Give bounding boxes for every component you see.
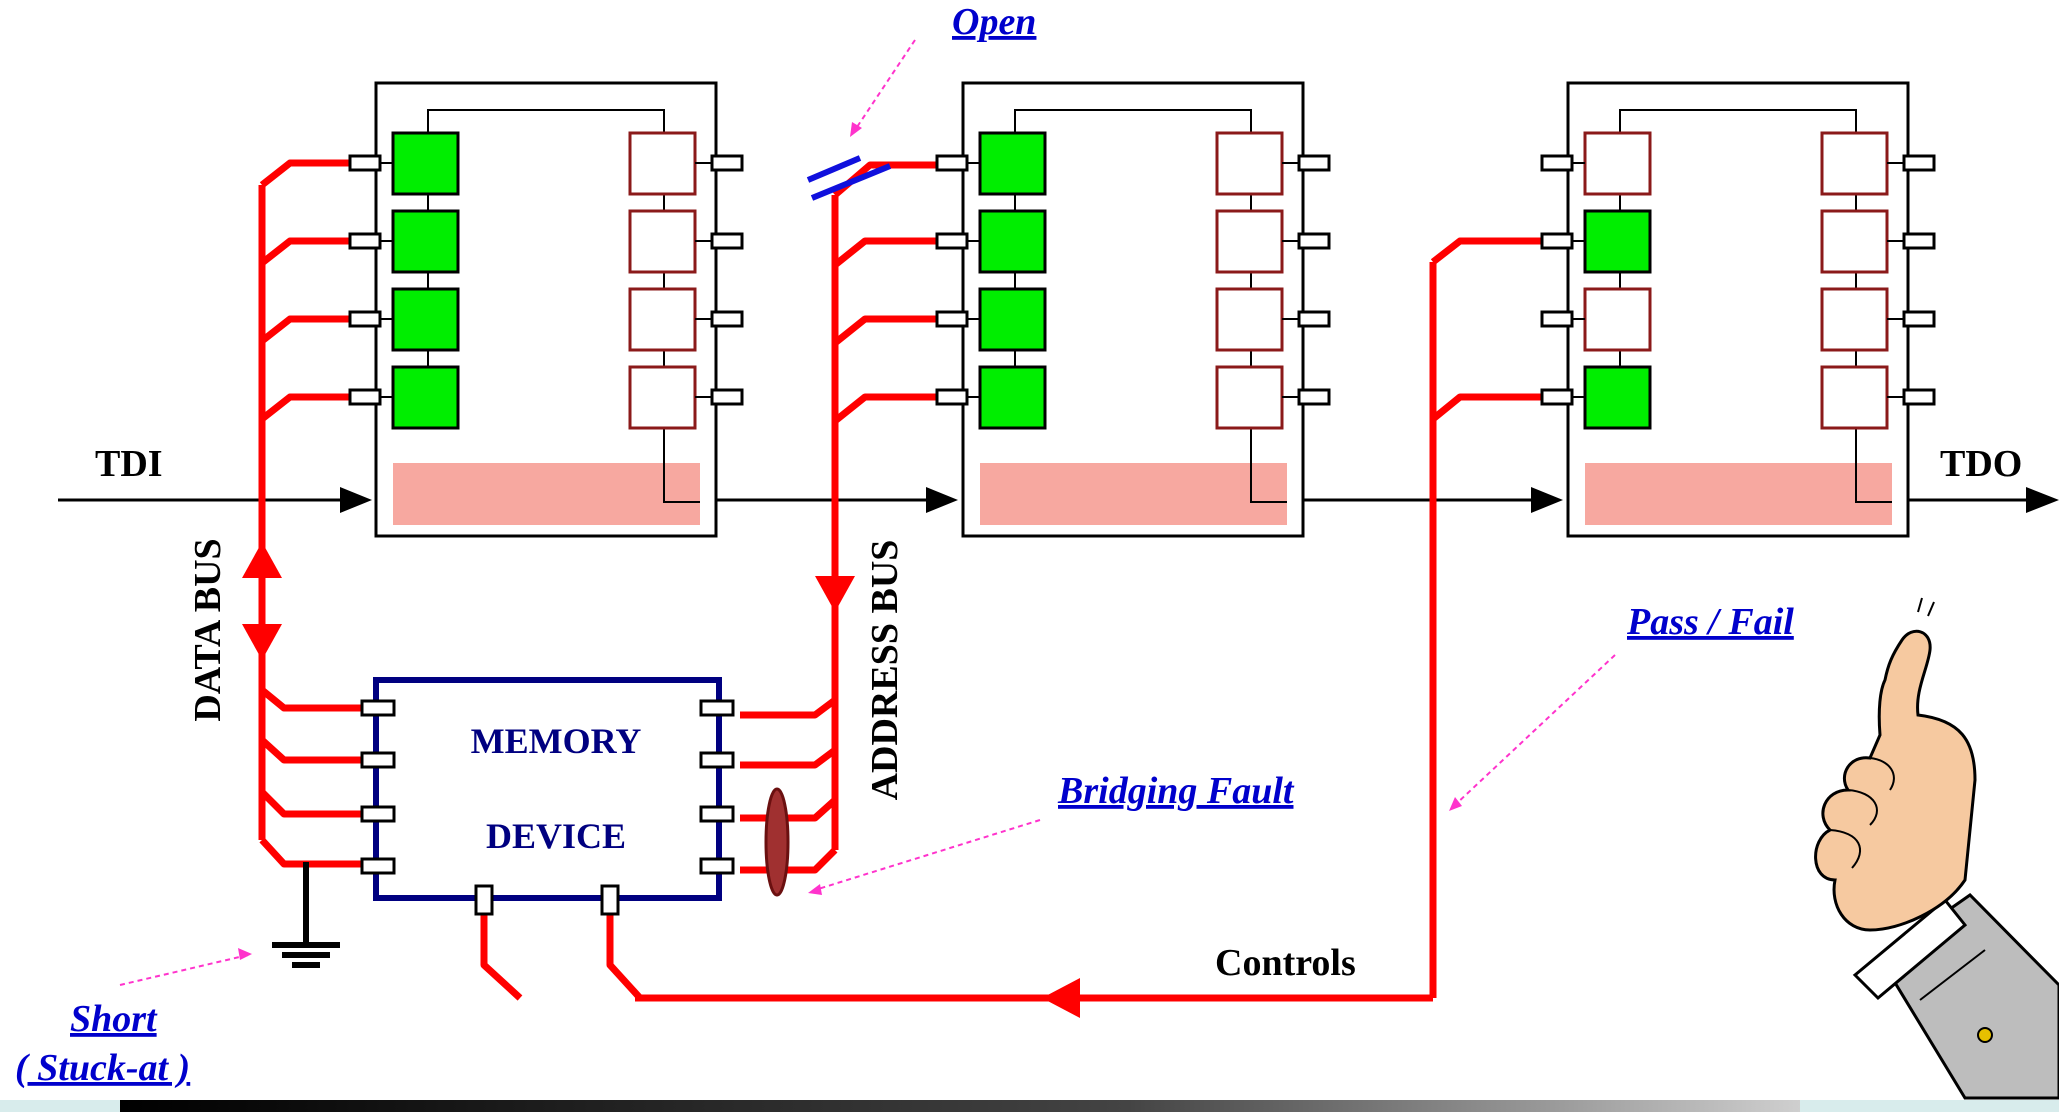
chip3-right-pin-1 <box>1902 154 1936 172</box>
chip3-left-cell-3 <box>1583 287 1652 352</box>
chip3-right-cell-3 <box>1820 287 1889 352</box>
memory-address-pin-4 <box>699 857 735 875</box>
chip1-left-cell-3 <box>391 287 460 352</box>
bridging-pointer <box>814 819 1041 891</box>
memory-address-pin-2 <box>699 751 735 769</box>
chip2-left-pin-4 <box>935 388 969 406</box>
chip1-left-cell-4 <box>391 365 460 430</box>
memory-control-pin-1 <box>474 884 494 916</box>
boundary-cells <box>391 131 1889 430</box>
memory-address-pin-3 <box>699 805 735 823</box>
memory-device: MEMORY DEVICE <box>373 677 722 901</box>
open-fault-link[interactable]: Open <box>952 1 1036 43</box>
chip2-left-pin-2 <box>935 232 969 250</box>
chip3-left-cell-1 <box>1583 131 1652 196</box>
scan-path-arrows <box>340 487 2059 513</box>
thumbs-up-icon <box>1814 597 2059 1100</box>
chip2-left-cell-1 <box>978 131 1047 196</box>
chip3-right-pin-4 <box>1902 388 1936 406</box>
chip2-right-pin-1 <box>1297 154 1331 172</box>
chip1-left-pin-3 <box>348 310 382 328</box>
chip1-left-pin-4 <box>348 388 382 406</box>
pass-fail-pointer <box>1454 654 1616 806</box>
chip3-right-pin-3 <box>1902 310 1936 328</box>
instruction-register <box>980 463 1287 525</box>
open-fault-mark <box>806 155 892 201</box>
footer-bar <box>120 1100 1800 1112</box>
chip3-right-cell-1 <box>1820 131 1889 196</box>
pass-fail-link[interactable]: Pass / Fail <box>1626 601 1794 643</box>
memory-label-line1: MEMORY <box>471 721 642 761</box>
chip1-right-pin-1 <box>710 154 744 172</box>
net-arrows <box>242 542 1080 1018</box>
chip2-right-cell-3 <box>1215 287 1284 352</box>
tdi-label: TDI <box>95 443 163 485</box>
bridging-fault-link[interactable]: Bridging Fault <box>1057 770 1295 812</box>
data-bus-arrow-down <box>242 624 282 660</box>
chip2-left-pin-1 <box>935 154 969 172</box>
controls-label: Controls <box>1215 942 1356 984</box>
chip2-left-cell-3 <box>978 287 1047 352</box>
memory-label-line2: DEVICE <box>486 816 626 856</box>
chip3-right-cell-4 <box>1820 365 1889 430</box>
controls-net <box>480 237 1542 1002</box>
chip1-left-pin-1 <box>348 154 382 172</box>
data-bus-net <box>258 159 362 868</box>
chip1-right-cell-1 <box>628 131 697 196</box>
pointer-lines <box>119 39 1616 986</box>
chip3-left-cell-4 <box>1583 365 1652 430</box>
memory-data-pin-3 <box>360 805 396 823</box>
tdo-label: TDO <box>1940 443 2022 485</box>
chip1-left-cell-1 <box>391 131 460 196</box>
chip3-right-pin-2 <box>1902 232 1936 250</box>
instruction-register <box>1585 463 1892 525</box>
instruction-register <box>393 463 700 525</box>
chip3-left-cell-2 <box>1583 209 1652 274</box>
chip3-right-cell-2 <box>1820 209 1889 274</box>
chip2-left-cell-2 <box>978 209 1047 274</box>
chip1-right-pin-4 <box>710 388 744 406</box>
chip1-left-cell-2 <box>391 209 460 274</box>
chip2-right-pin-2 <box>1297 232 1331 250</box>
chip3-left-pin-1 <box>1540 154 1574 172</box>
memory-control-pin-2 <box>600 884 620 916</box>
chip1-right-pin-2 <box>710 232 744 250</box>
open-pointer <box>854 39 916 131</box>
chip2-right-cell-4 <box>1215 365 1284 430</box>
bridging-fault-mark <box>764 787 790 897</box>
address-bus-net <box>740 161 937 874</box>
controls-arrow-left <box>1042 978 1080 1018</box>
chip1-right-pin-3 <box>710 310 744 328</box>
short-fault-link[interactable]: Short <box>70 998 158 1040</box>
chip3-left-pin-2 <box>1540 232 1574 250</box>
chip2-right-pin-3 <box>1297 310 1331 328</box>
memory-pins <box>360 699 735 916</box>
chip1-right-cell-2 <box>628 209 697 274</box>
chip3-left-pin-3 <box>1540 310 1574 328</box>
address-bus-label: ADDRESS BUS <box>864 540 906 801</box>
short-pointer <box>119 954 249 986</box>
chip2-right-cell-1 <box>1215 131 1284 196</box>
chip2-right-cell-2 <box>1215 209 1284 274</box>
chip1-left-pin-2 <box>348 232 382 250</box>
ground-icon <box>272 862 340 968</box>
chip3-left-pin-4 <box>1540 388 1574 406</box>
chip1-right-cell-3 <box>628 287 697 352</box>
memory-data-pin-1 <box>360 699 396 717</box>
chip1-right-cell-4 <box>628 365 697 430</box>
chip2-left-cell-4 <box>978 365 1047 430</box>
address-bus-arrow-down <box>815 576 855 612</box>
chip2-left-pin-3 <box>935 310 969 328</box>
chip2-right-pin-4 <box>1297 388 1331 406</box>
chip-pins <box>348 154 1936 406</box>
memory-data-pin-4 <box>360 857 396 875</box>
data-bus-label: DATA BUS <box>187 538 229 721</box>
memory-address-pin-1 <box>699 699 735 717</box>
stuck-at-link[interactable]: ( Stuck-at ) <box>15 1047 190 1089</box>
pointer-heads <box>238 122 1462 960</box>
data-bus-arrow-up <box>242 542 282 578</box>
memory-data-pin-2 <box>360 751 396 769</box>
